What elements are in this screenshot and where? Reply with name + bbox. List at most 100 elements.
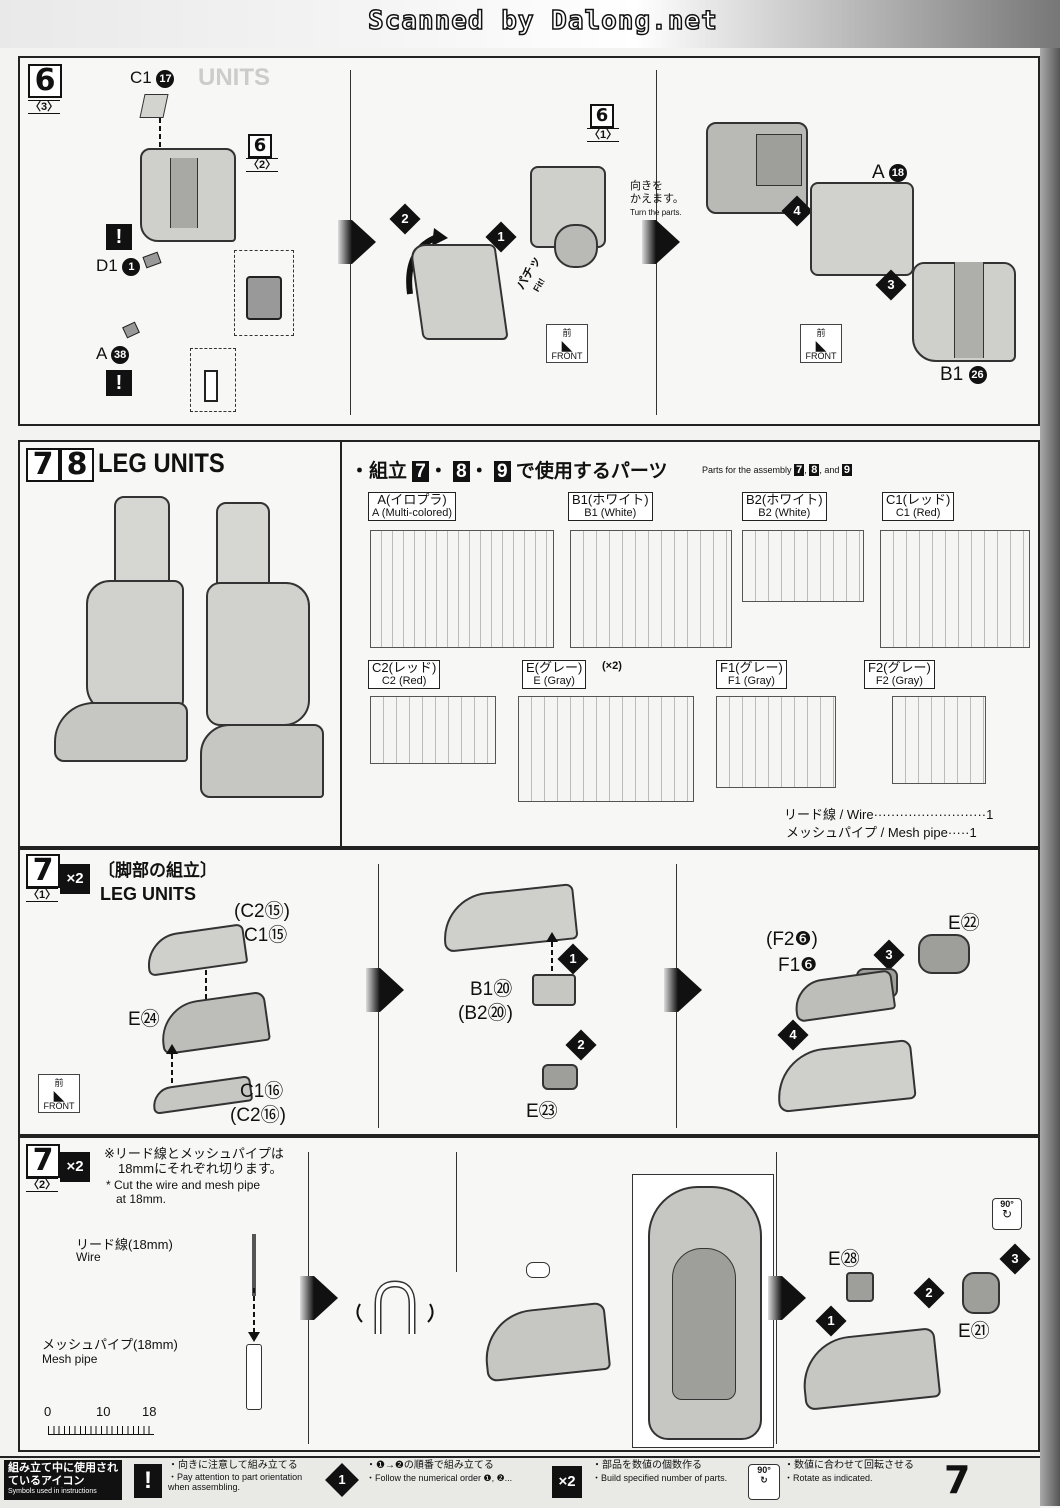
sprue-title-f2: F2(グレー)F2 (Gray) [864, 660, 935, 689]
label-c1-15: C1⑮ [244, 925, 288, 946]
sprue-title-f1: F1(グレー)F1 (Gray) [716, 660, 787, 689]
label-e24: E㉔ [128, 1009, 160, 1030]
part-number: 26 [968, 365, 987, 384]
front-orientation-icon: 前 ◣ FRONT [38, 1074, 80, 1113]
next-step-arrow-bar [338, 220, 352, 264]
sprue-frame-a [370, 530, 554, 648]
header-step-8: 8 [453, 461, 470, 482]
shoulder-armor-stripe [954, 262, 984, 358]
label-e22: E㉒ [948, 913, 980, 934]
header-step-9: 9 [494, 461, 511, 482]
heel-joint-part [532, 974, 576, 1006]
substep-label: 〈3〉 [28, 100, 61, 114]
label-e21: E㉑ [958, 1321, 990, 1342]
ankle-joint-part [962, 1272, 1000, 1314]
part-number: 1 [122, 257, 141, 276]
label-e23: E㉓ [526, 1101, 558, 1122]
foot-assembly-part [480, 1301, 612, 1383]
order-1-icon: 1 [815, 1305, 847, 1337]
torso-front-plate [810, 182, 914, 276]
legend-caution-text: ・向きに注意して組み立てる ・Pay attention to part ori… [168, 1460, 303, 1492]
legend-title: 組み立て中に使用されているアイコン Symbols used in instru… [4, 1460, 122, 1500]
wire-label-en: Wire [76, 1250, 101, 1264]
label-c2-15: (C2⑮) [234, 901, 290, 922]
bend-wire-illustration [356, 1280, 434, 1334]
part-c1-piece [139, 94, 169, 118]
shoulder-armor-part [409, 244, 509, 340]
mesh-pipe-drawing [246, 1344, 262, 1410]
front-orientation-icon: 前 ◣ FRONT [800, 324, 842, 363]
sprue-title-b1: B1(ホワイト)B1 (White) [568, 492, 653, 521]
cut-note-jp: ※リード線とメッシュパイプは 18mmにそれぞれ切ります。 [104, 1146, 284, 1176]
sprue-frame-c2 [370, 696, 496, 764]
order-4-icon: 4 [781, 195, 813, 227]
sprue-frame-f1 [716, 696, 836, 788]
scanner-watermark [0, 0, 1060, 48]
sprue-title-c2: C2(レッド)C2 (Red) [368, 660, 441, 689]
next-step-arrow [782, 1276, 806, 1320]
sprue-frame-f2 [892, 696, 986, 784]
turn-parts-en: Turn the parts. [630, 208, 682, 217]
step-ref-6: 6 [590, 104, 614, 128]
sprue-title-c1: C1(レッド)C1 (Red) [882, 492, 955, 521]
step6-panel: 6 〈3〉 UNITS C1 17 6 〈2〉 ! D1 1 A 38 ! 2 … [18, 56, 1040, 426]
step-number: 7 [26, 854, 60, 888]
section-title: LEG UNITS [98, 448, 225, 478]
rotate-icon-legend: 90°↻ [748, 1464, 780, 1500]
right-edge-shadow [1040, 48, 1060, 1506]
right-leg-thigh [216, 502, 270, 596]
footer-legend: 組み立て中に使用されているアイコン Symbols used in instru… [0, 1456, 1040, 1508]
label-e28: E㉘ [828, 1249, 860, 1270]
next-step-arrow [314, 1276, 338, 1320]
step-title-jp: 〔脚部の組立〕 [98, 861, 217, 880]
torso-block-detail [756, 134, 802, 186]
label-b1-20: B1⑳ [470, 979, 513, 1000]
next-step-arrow [656, 220, 680, 264]
assembly-arrow-up [546, 932, 558, 972]
order-4-icon: 4 [777, 1019, 809, 1051]
heel-small-part [846, 1272, 874, 1302]
shoulder-armor-stripe [170, 158, 198, 228]
detail-callout-box [234, 250, 294, 336]
sprue-title-a: A(イロプラ)A (Multi-colored) [368, 492, 457, 521]
wire-qty-line: リード線 / Wire··························1 [784, 807, 994, 822]
step-number: 8 [60, 448, 94, 482]
foot-shell-part [773, 1038, 917, 1114]
parts-header-en: Parts for the assembly 7, 8, and 9 [702, 464, 853, 476]
multiply-2-icon: ×2 [60, 1152, 90, 1182]
part-number: 18 [888, 163, 907, 182]
order-3-icon: 3 [875, 269, 907, 301]
order-1-icon: 1 [557, 943, 589, 975]
step-number: 6 [28, 64, 62, 98]
assembly-arrow-up [166, 1044, 178, 1084]
mesh-qty-line: メッシュパイプ / Mesh pipe·····1 [786, 825, 977, 840]
order-3-icon: 3 [873, 939, 905, 971]
order-2-icon: 2 [565, 1029, 597, 1061]
detail-part-view [246, 276, 282, 320]
order-3-icon: 3 [999, 1243, 1031, 1275]
next-step-arrow [380, 968, 404, 1012]
rotate-icon: 90° ↻ [992, 1198, 1022, 1230]
next-step-arrow-bar [300, 1276, 314, 1320]
order-icon-legend: 1 [325, 1463, 359, 1497]
substep-ref: 〈2〉 [246, 158, 279, 172]
front-orientation-icon: 前 ◣ FRONT [546, 324, 588, 363]
part-number: 38 [111, 345, 130, 364]
sprue-frame-b1 [570, 530, 732, 648]
step7-1-panel: 7 〈1〉 ×2 〔脚部の組立〕 LEG UNITS (C2⑮) C1⑮ E㉔ … [18, 848, 1040, 1136]
label-f2-6: (F2❻) [766, 929, 818, 950]
sprue-qty-e: (×2) [602, 660, 622, 672]
caution-icon: ! [106, 370, 132, 396]
next-step-arrow-bar [768, 1276, 782, 1320]
detail-small-part [204, 370, 218, 402]
part-d1-piece [142, 251, 162, 269]
next-step-arrow-bar [664, 968, 678, 1012]
order-2-icon: 2 [913, 1277, 945, 1309]
part-a38-piece [122, 321, 140, 339]
left-leg-thigh [114, 496, 170, 590]
ruler: 0 10 18 [44, 1404, 178, 1438]
leg-units-overview-panel: 7 8 LEG UNITS ・組立 7・ 8・ 9 で使用するパーツ Parts… [18, 440, 1040, 848]
next-step-arrow-bar [642, 220, 656, 264]
part-label-c1: C1 17 [130, 68, 175, 88]
left-leg-knee [86, 580, 184, 714]
